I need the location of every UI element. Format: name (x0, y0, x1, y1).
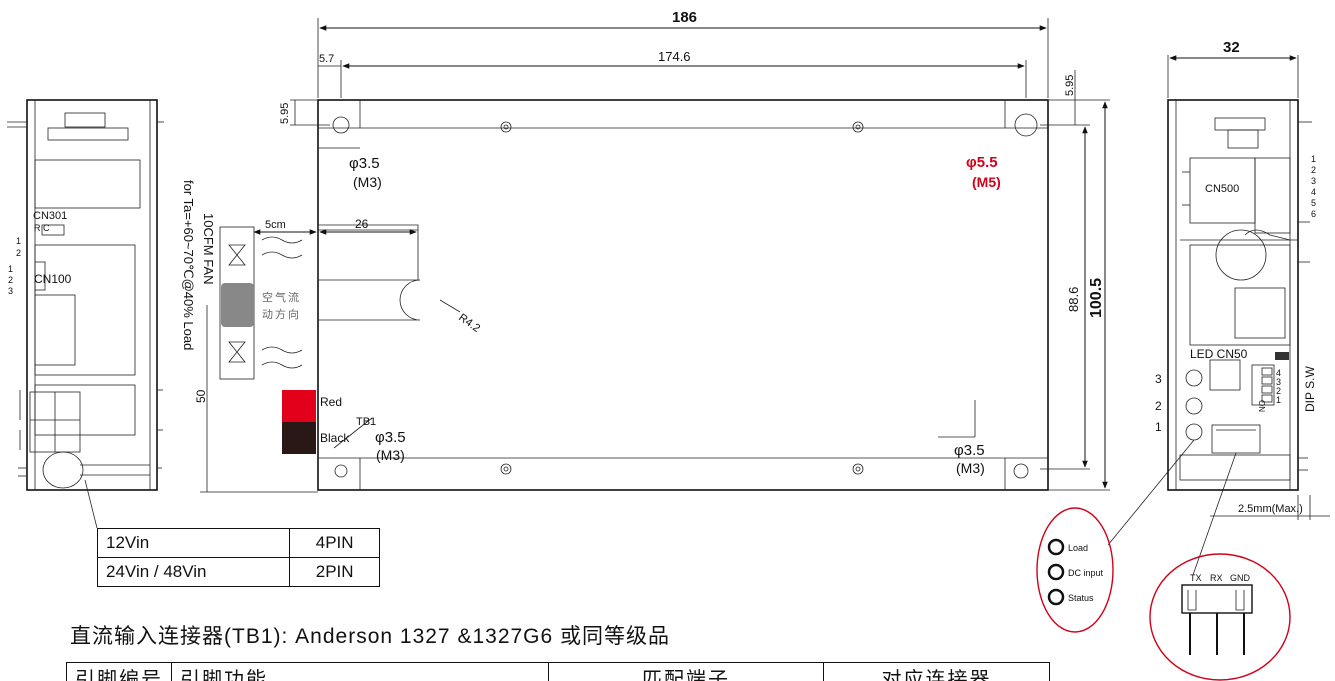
input-pin-table: 12Vin 4PIN 24Vin / 48Vin 2PIN (96, 528, 380, 587)
dim-5-95-left: 5.95 (279, 103, 291, 124)
hole-tr-dia: φ5.5 (966, 154, 998, 171)
dip-num-4: 4 (1276, 368, 1281, 378)
cn500-pin-2: 2 (1311, 165, 1316, 175)
led-dc-label: DC input (1068, 568, 1104, 578)
led-status-label: Status (1068, 593, 1094, 603)
led-cn50-label: LED CN50 (1190, 347, 1248, 361)
led-dc-icon (1047, 563, 1065, 581)
cn500-pin-3: 3 (1311, 176, 1316, 186)
dimension-labels: 186 174.6 5.7 5.95 5.95 88.6 100.5 32 5c… (194, 9, 1303, 515)
cn100-label: CN100 (34, 272, 72, 286)
table-row: 24Vin / 48Vin 2PIN (96, 557, 380, 587)
dip-num-1: 1 (1276, 395, 1281, 405)
led-num-1: 1 (1155, 420, 1162, 434)
table-cell: 12Vin (96, 528, 291, 558)
fan-icon (228, 244, 246, 363)
header-pin-number: 引脚编号 (66, 662, 172, 681)
airflow-arrow-icon (261, 236, 303, 369)
bottom-left-hole-icon (334, 464, 348, 478)
hole-bl-dia: φ3.5 (375, 429, 406, 446)
led-num-3: 3 (1155, 372, 1162, 386)
dimension-lines (200, 18, 1330, 520)
hole-bl-screw: (M3) (376, 447, 405, 463)
uart-gnd: GND (1230, 573, 1251, 583)
cn301-label: CN301 (33, 210, 67, 222)
bottom-right-hole-icon (1013, 463, 1029, 479)
cn100-pin-3: 3 (8, 286, 13, 296)
header-pin-function: 引脚功能 (171, 662, 549, 681)
dim-174-6: 174.6 (658, 49, 691, 64)
uart-callout: TX RX GND (1149, 553, 1291, 681)
led-load-icon (1047, 538, 1065, 556)
dim-100-5: 100.5 (1088, 278, 1105, 318)
led-status-icon (1047, 588, 1065, 606)
table-row: 12Vin 4PIN (96, 528, 380, 558)
cn100-pin-1: 1 (8, 264, 13, 274)
terminal-black-label: Black (320, 431, 350, 445)
dim-32: 32 (1223, 39, 1240, 56)
fan-labels: for Ta=+60~70℃@40% Load 10CFM FAN 空气流 动方… (181, 180, 301, 350)
rc-label: R C (34, 223, 50, 233)
header-mating-terminal: 匹配端子 (548, 662, 824, 681)
dim-186: 186 (672, 9, 697, 26)
hole-tr-screw: (M5) (972, 174, 1001, 190)
table-cell: 4PIN (289, 528, 380, 558)
led-num-2: 2 (1155, 399, 1162, 413)
hole-tl-dia: φ3.5 (349, 155, 380, 172)
cn500-pin-4: 4 (1311, 187, 1316, 197)
spec-table: 引脚编号 引脚功能 匹配端子 对应连接器 (66, 662, 1050, 681)
header-connector: 对应连接器 (823, 662, 1050, 681)
uart-tx: TX (1190, 573, 1202, 583)
fan-spec: 10CFM FAN (201, 213, 216, 285)
table-cell: 24Vin / 48Vin (96, 557, 291, 587)
right-side-view: CN500 1 2 3 4 5 6 LED CN50 DIP S.W ON 4 … (1107, 99, 1317, 576)
top-view (219, 99, 1049, 491)
cn500-pin-5: 5 (1311, 198, 1316, 208)
dim-88-6: 88.6 (1066, 287, 1081, 312)
terminal-name: TB1 (356, 416, 376, 428)
terminal-black (282, 422, 316, 454)
dim-5-95-right: 5.95 (1064, 75, 1076, 96)
cn100-pin-2: 2 (8, 275, 13, 285)
airflow-label-2: 动方向 (262, 307, 301, 321)
dip-switch-label: DIP S.W (1303, 366, 1317, 412)
dim-50: 50 (194, 389, 208, 403)
screw-icon (500, 121, 864, 475)
dim-5-7: 5.7 (319, 53, 334, 65)
terminal-red-label: Red (320, 395, 342, 409)
dip-num-2: 2 (1276, 386, 1281, 396)
hole-br-screw: (M3) (956, 460, 985, 476)
airflow-label-1: 空气流 (262, 290, 301, 304)
cn500-pin-1: 1 (1311, 154, 1316, 164)
dip-on-label: ON (1257, 400, 1266, 412)
cn301-pin-1: 1 (16, 236, 21, 246)
cn301-pin-2: 2 (16, 248, 21, 258)
hole-br-dia: φ3.5 (954, 442, 985, 459)
table-header-row: 引脚编号 引脚功能 匹配端子 对应连接器 (66, 662, 1050, 681)
spec-table-clip: 引脚编号 引脚功能 匹配端子 对应连接器 (0, 655, 1335, 681)
connector-note: 直流输入连接器(TB1): Anderson 1327 &1327G6 或同等级… (70, 625, 671, 648)
top-right-hole-icon (1014, 113, 1038, 137)
table-cell: 2PIN (289, 557, 380, 587)
led-legend-callout: Load DC input Status (1036, 507, 1114, 633)
terminal-labels: Red Black TB1 (320, 395, 376, 445)
led-load-label: Load (1068, 543, 1088, 553)
top-left-hole-icon (332, 116, 350, 134)
fan-condition: for Ta=+60~70℃@40% Load (181, 180, 196, 350)
dip-num-3: 3 (1276, 377, 1281, 387)
uart-rx: RX (1210, 573, 1223, 583)
terminal-red (282, 390, 316, 422)
vent-slot (317, 224, 421, 321)
cn500-pin-6: 6 (1311, 209, 1316, 219)
hole-labels: φ3.5 (M3) φ5.5 (M5) φ3.5 (M3) φ3.5 (M3) (349, 154, 1001, 476)
left-side-view: CN301 R C 1 2 1 2 3 CN100 (7, 99, 164, 529)
dim-26: 26 (355, 217, 369, 231)
hole-tl-screw: (M3) (353, 174, 382, 190)
dim-r4-2: R4.2 (456, 312, 482, 335)
cn500-label: CN500 (1205, 183, 1239, 195)
airflow-marker (221, 283, 254, 327)
dim-5cm: 5cm (265, 219, 286, 231)
dim-clearance: 2.5mm(Max.) (1238, 503, 1303, 515)
